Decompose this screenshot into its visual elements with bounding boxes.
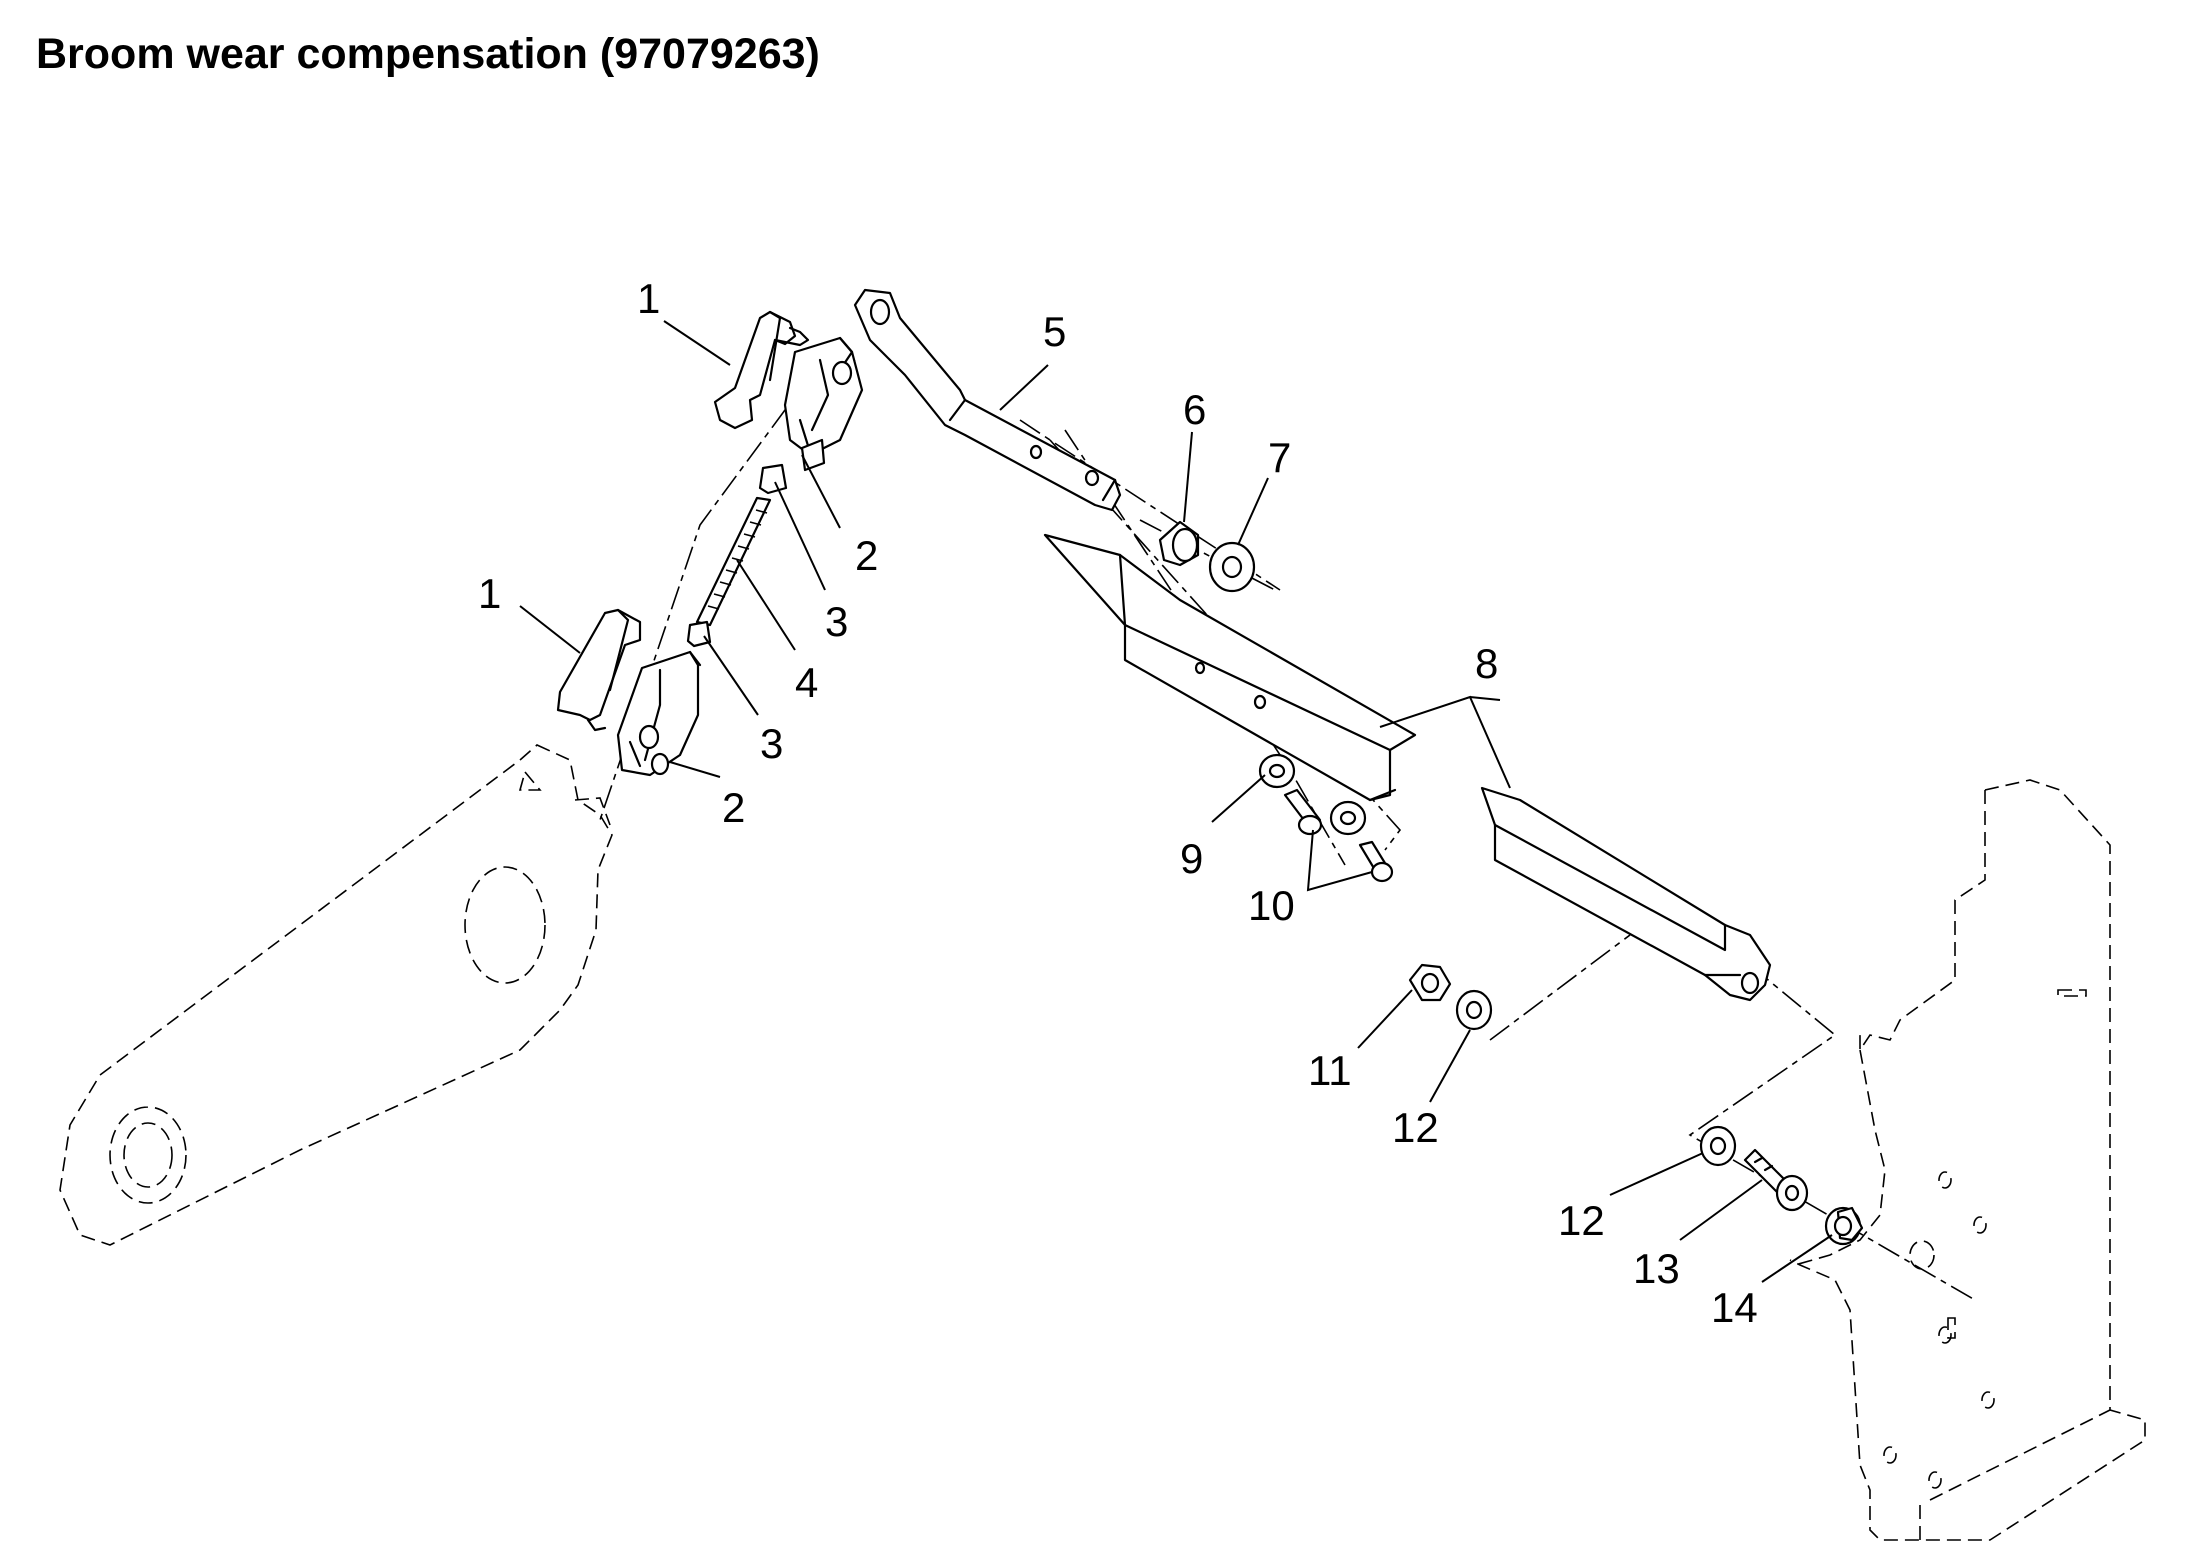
- washer-large: [1208, 541, 1256, 593]
- callout-6: 6: [1183, 386, 1206, 433]
- lever-shaft: [853, 288, 1122, 512]
- callout-12-upper: 12: [1392, 1104, 1439, 1151]
- clevis-pin-upper: [713, 310, 810, 430]
- bushing: [1158, 520, 1200, 567]
- screw-a: [1283, 788, 1323, 836]
- leader-lines: [519, 320, 1833, 1283]
- callout-11: 11: [1308, 1047, 1352, 1094]
- angle-bracket-lower: [1480, 786, 1772, 1002]
- callout-10: 10: [1248, 882, 1295, 929]
- washer-upper: [1455, 989, 1493, 1031]
- callout-7: 7: [1268, 434, 1291, 481]
- bolt: [1743, 1148, 1809, 1212]
- callout-14: 14: [1711, 1284, 1758, 1331]
- clevis-upper: [783, 336, 864, 472]
- callout-2-lower: 2: [722, 784, 745, 831]
- clevis-lower: [616, 650, 702, 777]
- angle-bracket-upper: [1043, 533, 1417, 802]
- frame-plate-outline: [1789, 779, 2146, 1541]
- nut-upper: [758, 463, 788, 495]
- callout-13: 13: [1633, 1245, 1680, 1292]
- callout-12-lower: 12: [1558, 1197, 1605, 1244]
- callout-9: 9: [1180, 835, 1203, 882]
- callout-8: 8: [1475, 640, 1498, 687]
- clevis-pin-lower: [556, 608, 642, 732]
- flange-bushing: [1824, 1206, 1864, 1246]
- diagram-title: Broom wear compensation (97079263): [36, 30, 820, 78]
- broom-arm-outline: [59, 744, 613, 1246]
- washer-small-a: [1258, 753, 1296, 789]
- callout-1-lower: 1: [478, 570, 501, 617]
- callout-4: 4: [795, 659, 818, 706]
- callout-labels: 1 1 2 2 3 3 4 5 6 7 8 9 10 11 12 12 13 1…: [478, 275, 1758, 1331]
- assembly-center-lines: [599, 359, 1976, 1301]
- washer-lower: [1699, 1125, 1737, 1167]
- hex-nut: [1408, 963, 1452, 1002]
- callout-3-upper: 3: [825, 598, 848, 645]
- callout-1-upper: 1: [637, 275, 660, 322]
- callout-2-upper: 2: [855, 532, 878, 579]
- screw-b: [1358, 840, 1394, 883]
- nut-lower: [686, 620, 712, 648]
- callout-5: 5: [1043, 308, 1066, 355]
- callout-3-lower: 3: [760, 720, 783, 767]
- threaded-rod: [695, 496, 772, 627]
- washer-small-b: [1329, 800, 1367, 836]
